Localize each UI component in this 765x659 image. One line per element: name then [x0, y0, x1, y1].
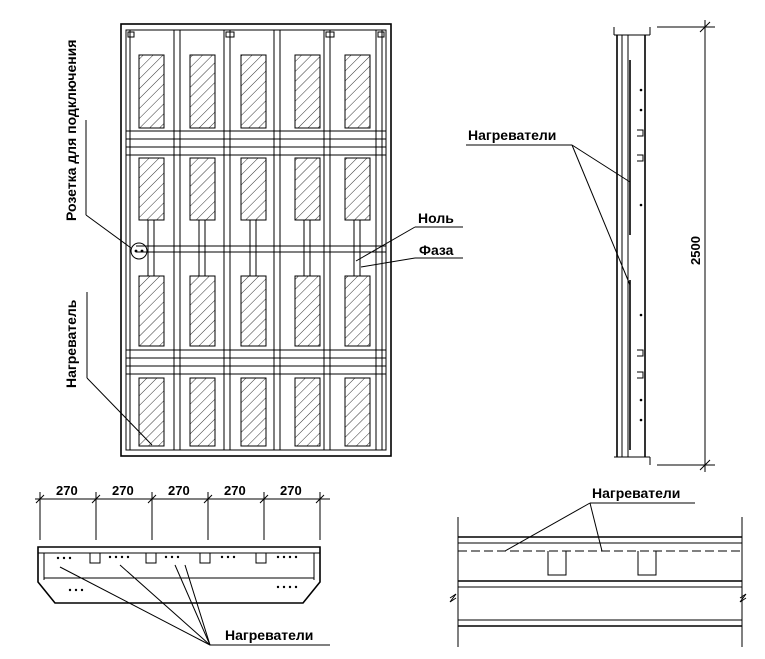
panel-outline: [120, 23, 392, 457]
phase-leader: [360, 257, 416, 268]
side-view-panel: 2500 Нагреватели: [466, 20, 715, 472]
socket-symbol: [130, 242, 148, 260]
vertical-ribs: [129, 30, 383, 450]
side-heaters-label: Нагреватели: [468, 127, 556, 143]
heater-elements-lower-bottom: [138, 377, 371, 447]
side-heater-leader-2: [571, 144, 631, 286]
section-ribs-right: [547, 551, 657, 576]
bottom-right-section: Нагреватели: [449, 485, 747, 647]
side-heater-leader-1: [571, 144, 631, 183]
heater-elements-lower-top: [138, 275, 371, 347]
front-view-panel: Розетка для подключения Нагреватель Ноль…: [63, 23, 463, 457]
heater-elements-upper-top: [138, 54, 371, 129]
bottom-left-section: 270 270 270 270 270 Нагреватели: [35, 483, 330, 646]
wiring: [136, 219, 386, 277]
top-bar-marks: [127, 31, 385, 38]
section-ribs: [89, 553, 267, 564]
dim-270-1: 270: [56, 483, 78, 498]
dim-270-5: 270: [280, 483, 302, 498]
dim-270-3: 270: [168, 483, 190, 498]
heater-elements-upper-bottom: [138, 157, 371, 221]
cross-beams: [125, 130, 387, 375]
dim-270-4: 270: [224, 483, 246, 498]
bottom-left-heaters-label: Нагреватели: [225, 627, 313, 643]
section-heater-dots: [56, 555, 298, 592]
heater-label: Нагреватель: [63, 299, 79, 388]
panel-inner-outline: [125, 29, 387, 451]
heater-leader: [86, 377, 153, 446]
dim-ticks: [35, 492, 325, 540]
neutral-label: Ноль: [418, 210, 454, 226]
section-outline: [37, 546, 321, 604]
neutral-leader: [355, 226, 416, 262]
height-dimension: 2500: [688, 236, 703, 265]
socket-label: Розетка для подключения: [63, 40, 79, 221]
bottom-right-heaters-label: Нагреватели: [592, 485, 680, 501]
dim-270-2: 270: [112, 483, 134, 498]
socket-leader: [85, 214, 132, 249]
phase-label: Фаза: [419, 242, 454, 258]
